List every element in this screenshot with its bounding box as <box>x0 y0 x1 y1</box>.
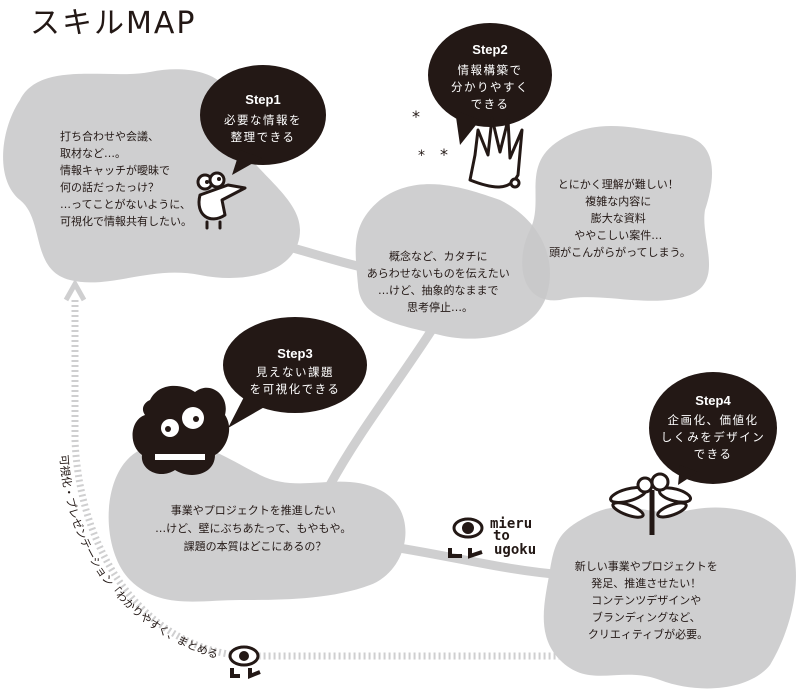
area-3-text: とにかく理解が難しい！ 複雑な内容に 膨大な資料 ややこしい案件… 頭がこんがら… <box>549 177 691 259</box>
page-title: スキルMAP <box>30 6 197 41</box>
step4-bubble: Step4 企画化、価値化しくみをデザインできる <box>649 372 777 485</box>
step2-bubble: Step2 情報構築で分かりやすくできる <box>428 23 552 145</box>
svg-text:企画化、価値化しくみをデザインできる: 企画化、価値化しくみをデザインできる <box>661 413 765 461</box>
area-2-blob <box>355 184 550 339</box>
svg-text:Step2: Step2 <box>472 42 507 57</box>
black-monster-character-icon <box>132 385 230 475</box>
area-4-blob <box>108 442 406 602</box>
road-2-4 <box>325 320 440 490</box>
area-3-blob <box>522 125 713 301</box>
step1-bubble: Step1 必要な情報を整理できる <box>200 65 326 175</box>
svg-text:情報構築で分かりやすくできる: 情報構築で分かりやすくできる <box>451 63 529 111</box>
svg-text:Step1: Step1 <box>245 92 280 107</box>
road-4-5 <box>375 540 570 580</box>
eye-character-icon <box>228 645 261 679</box>
dotted-route <box>71 300 575 660</box>
pointing-hand-character-icon <box>196 171 247 230</box>
svg-text:mieru: mieru <box>490 516 532 532</box>
area-5-text: 新しい事業やプロジェクトを 発足、推進させたい！ コンテンツデザインや ブランデ… <box>575 559 722 641</box>
svg-text:to: to <box>493 528 510 544</box>
area-2-text: 概念など、カタチに あらわせないものを伝えたい …けど、抽象的なままで 思考停止… <box>367 249 514 314</box>
svg-text:Step4: Step4 <box>695 393 731 408</box>
svg-text:ugoku: ugoku <box>494 542 536 558</box>
svg-text:必要な情報を整理できる: 必要な情報を整理できる <box>224 113 302 144</box>
star-icon: * <box>440 145 448 164</box>
svg-text:見えない課題を可視化できる: 見えない課題を可視化できる <box>250 365 341 396</box>
mieru-to-ugoku-logo: mieru to ugoku <box>448 516 536 559</box>
area-5-blob <box>543 506 796 689</box>
star-icon: * <box>412 107 420 126</box>
svg-text:Step3: Step3 <box>277 346 312 361</box>
hand-bird-character-icon: * * * <box>412 107 524 189</box>
area-4-text: 事業やプロジェクトを推進したい …けど、壁にぶちあたって、もやもや。 課題の本質… <box>155 503 355 553</box>
step3-bubble: Step3 見えない課題を可視化できる <box>223 317 367 428</box>
area-1-text: 打ち合わせや会議、 取材など…。 情報キャッチが曖昧で 何の話だったっけ？ …っ… <box>60 129 194 228</box>
star-icon: * <box>418 148 425 164</box>
dragonfly-character-icon <box>609 472 693 535</box>
arrow-up-icon <box>63 278 87 302</box>
